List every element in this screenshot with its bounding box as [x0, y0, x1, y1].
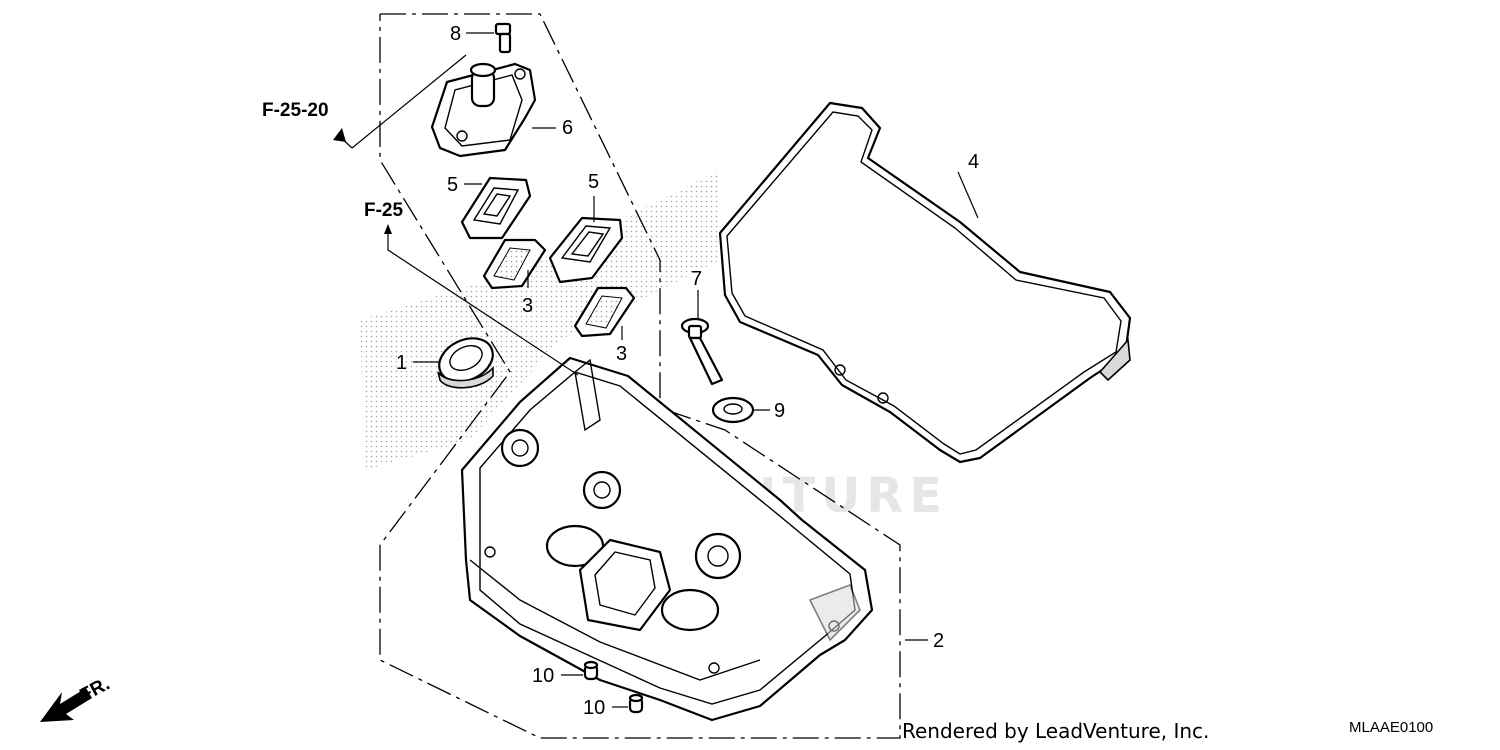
part-9-washer	[711, 396, 755, 424]
background-shading	[360, 170, 720, 470]
callout-7: 7	[691, 268, 702, 290]
callout-2: 2	[933, 630, 944, 652]
callout-numbers: 8 6 5 5 3 3 1 7 9 4 2 10 10	[396, 23, 979, 719]
part-10-dowel-pin-b	[628, 693, 644, 714]
callout-8: 8	[450, 23, 461, 45]
part-5-seal-right	[548, 216, 624, 284]
callout-3-left: 3	[522, 295, 533, 317]
callout-6: 6	[562, 117, 573, 139]
part-10-dowel-pin-a	[583, 660, 599, 681]
callout-5-right: 5	[588, 171, 599, 193]
callout-5-left: 5	[447, 174, 458, 196]
leader-lines	[333, 32, 979, 708]
part-8-bolt	[494, 22, 512, 54]
callout-3-right: 3	[616, 343, 627, 365]
arrow-icon	[40, 688, 92, 722]
callout-9: 9	[774, 400, 785, 422]
callout-4: 4	[968, 151, 979, 173]
part-4-cylinder-head-cover-gasket	[718, 101, 1132, 464]
part-3-separator-plate-right	[573, 286, 636, 338]
part-6-breather-cover	[430, 62, 537, 158]
part-2-cylinder-head-cover	[460, 356, 874, 722]
footer-credit: Rendered by LeadVenture, Inc.	[902, 719, 1209, 743]
callout-1: 1	[396, 352, 407, 374]
part-5-seal-left	[460, 176, 532, 240]
part-1-grommet	[437, 337, 494, 389]
callout-10-b: 10	[583, 697, 605, 719]
reference-f-25[interactable]: F-25	[364, 200, 404, 221]
callout-10-a: 10	[532, 665, 554, 687]
assembly-outline	[379, 13, 901, 739]
reference-f-25-20[interactable]: F-25-20	[262, 100, 329, 121]
part-7-flange-bolt	[680, 317, 724, 386]
part-3-separator-plate-left	[482, 238, 547, 290]
front-direction-arrow: FR.	[40, 674, 113, 722]
diagram-code: MLAAE0100	[1349, 719, 1433, 736]
